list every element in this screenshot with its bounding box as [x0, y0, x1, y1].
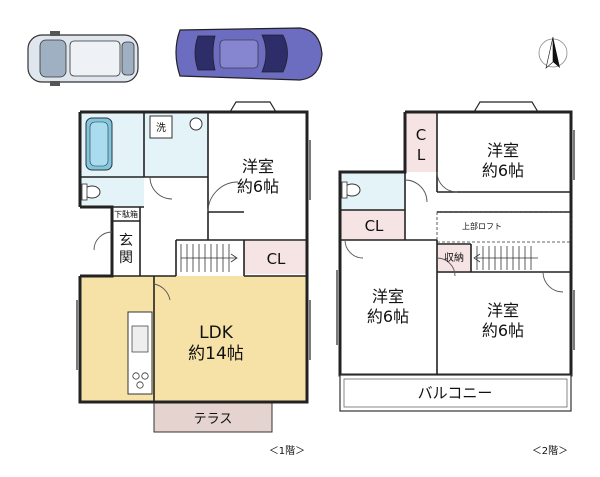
room-label: LDK: [199, 323, 234, 343]
stairs-icon: [180, 244, 238, 272]
room-label: 洋室: [242, 157, 274, 176]
floor-2-plan: [336, 101, 575, 412]
floor-1-caption: ＜1階＞: [269, 445, 305, 457]
closet-1f: [244, 241, 307, 274]
car-icon: [175, 27, 323, 81]
room-size: 約6帖: [367, 307, 409, 326]
terrace-label: テラス: [194, 412, 233, 427]
room-size: 約6帖: [237, 177, 279, 196]
room-size: 約6帖: [482, 321, 524, 340]
closet-label: CL: [365, 217, 384, 235]
room-label: 洋室: [487, 301, 519, 320]
genkan-label: 関: [119, 250, 133, 266]
toilet-icon: [81, 183, 101, 201]
bathtub-icon: [85, 117, 113, 171]
closet-label: L: [417, 146, 426, 164]
terrace: [153, 402, 273, 433]
room-label: 洋室: [372, 287, 404, 306]
shoe-box-label: 下駄箱: [114, 209, 138, 219]
upper-loft: [436, 211, 572, 243]
balcony: [339, 374, 572, 412]
closet-label: C: [416, 126, 426, 144]
stairs-icon: [473, 246, 538, 270]
balcony-label: バルコニー: [418, 384, 493, 402]
floor-2-caption: ＜2階＞: [532, 445, 568, 457]
closet-2f-b: [340, 210, 404, 240]
storage-label: 収納: [444, 251, 464, 264]
stove-icon: [132, 372, 149, 389]
room-size: 約6帖: [482, 161, 524, 180]
kitchen-counter-icon: [127, 311, 153, 395]
closet-2f-a: [405, 112, 437, 172]
closet-label: CL: [267, 250, 286, 268]
room-label: 洋室: [487, 141, 519, 160]
north-compass-icon: [538, 36, 568, 69]
floor-1-plan: [76, 101, 311, 433]
room-size: 約14帖: [188, 344, 244, 364]
toilet-icon: [341, 181, 361, 199]
loft-label: 上部ロフト: [462, 221, 502, 231]
car-icon: [27, 31, 139, 86]
washer-label: 洗: [156, 122, 166, 134]
genkan-label: 玄: [119, 232, 133, 249]
